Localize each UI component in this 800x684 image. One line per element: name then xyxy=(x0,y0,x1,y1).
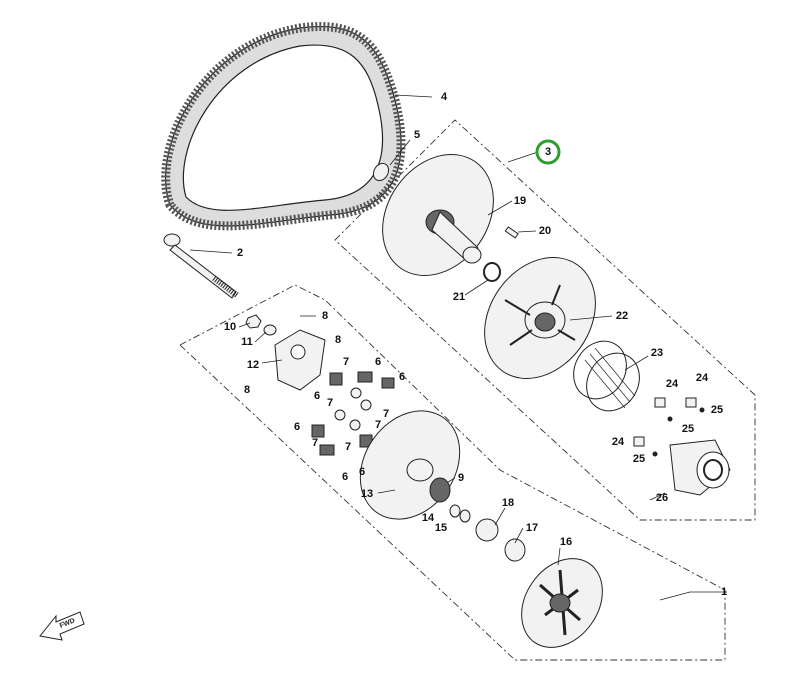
nut[interactable] xyxy=(245,314,262,329)
callout-labels: 1 2 3 4 5 6 6 6 6 6 6 7 7 7 7 7 7 8 8 8 … xyxy=(224,91,727,598)
callout-1[interactable]: 1 xyxy=(721,586,727,598)
callout-8[interactable]: 8 xyxy=(322,310,328,322)
callout-25[interactable]: 25 xyxy=(633,453,645,465)
callout-14[interactable]: 14 xyxy=(422,512,435,524)
callout-4[interactable]: 4 xyxy=(441,91,448,103)
callout-19[interactable]: 19 xyxy=(514,195,526,207)
callout-7[interactable]: 7 xyxy=(375,419,381,431)
callout-21[interactable]: 21 xyxy=(453,291,465,303)
callout-11[interactable]: 11 xyxy=(241,336,253,348)
spring[interactable] xyxy=(563,332,649,421)
callout-9[interactable]: 9 xyxy=(458,472,464,484)
callout-17[interactable]: 17 xyxy=(526,522,538,534)
callout-20[interactable]: 20 xyxy=(539,225,551,237)
fwd-arrow-icon: FWD xyxy=(39,611,85,641)
key[interactable] xyxy=(504,226,519,239)
callout-10[interactable]: 10 xyxy=(224,321,236,333)
washer-11[interactable] xyxy=(263,324,277,336)
callout-7[interactable]: 7 xyxy=(345,441,351,453)
callout-6[interactable]: 6 xyxy=(342,471,348,483)
callout-18[interactable]: 18 xyxy=(502,497,514,509)
callout-22[interactable]: 22 xyxy=(616,310,628,322)
callout-24[interactable]: 24 xyxy=(612,436,625,448)
bearing-17[interactable] xyxy=(504,538,526,562)
callout-8[interactable]: 8 xyxy=(244,384,250,396)
bushing-18[interactable] xyxy=(475,518,499,542)
drive-belt[interactable] xyxy=(161,22,406,231)
secondary-clutch-group-outline xyxy=(334,119,756,521)
callout-6[interactable]: 6 xyxy=(359,466,365,478)
callout-7[interactable]: 7 xyxy=(343,356,349,368)
washer-14[interactable] xyxy=(449,504,461,518)
fixed-drive-sheave[interactable] xyxy=(505,543,619,663)
callout-8[interactable]: 8 xyxy=(335,334,341,346)
snap-ring[interactable] xyxy=(483,262,501,282)
callout-3[interactable]: 3 xyxy=(545,146,551,158)
primary-clutch-group-outline xyxy=(179,284,726,661)
leader-lines xyxy=(189,94,727,601)
callout-24[interactable]: 24 xyxy=(666,378,679,390)
callout-16[interactable]: 16 xyxy=(560,536,572,548)
callout-7[interactable]: 7 xyxy=(383,408,389,420)
callout-12[interactable]: 12 xyxy=(247,359,259,371)
callout-6[interactable]: 6 xyxy=(314,390,320,402)
movable-sheave[interactable] xyxy=(462,236,618,400)
washer[interactable] xyxy=(370,161,391,184)
bolt[interactable] xyxy=(163,233,240,299)
callout-5[interactable]: 5 xyxy=(414,129,420,141)
callout-15[interactable]: 15 xyxy=(435,522,447,534)
callout-6[interactable]: 6 xyxy=(294,421,300,433)
callout-7[interactable]: 7 xyxy=(327,397,333,409)
fixed-sheave[interactable] xyxy=(360,133,516,297)
callout-26[interactable]: 26 xyxy=(656,492,668,504)
callout-6[interactable]: 6 xyxy=(399,371,405,383)
callout-6[interactable]: 6 xyxy=(375,356,381,368)
spider-cover[interactable] xyxy=(669,439,731,496)
callout-24[interactable]: 24 xyxy=(696,372,709,384)
callout-23[interactable]: 23 xyxy=(651,347,663,359)
highlight-ring xyxy=(535,139,561,165)
callout-25[interactable]: 25 xyxy=(682,423,694,435)
callout-7[interactable]: 7 xyxy=(312,437,318,449)
roller-assembly[interactable] xyxy=(633,397,705,457)
spring-9[interactable] xyxy=(429,477,451,503)
washer-15[interactable] xyxy=(459,509,471,523)
callout-13[interactable]: 13 xyxy=(361,488,373,500)
callout-25[interactable]: 25 xyxy=(711,404,723,416)
ramp-plate[interactable] xyxy=(274,329,326,391)
weights-rollers[interactable] xyxy=(311,371,395,456)
callout-2[interactable]: 2 xyxy=(237,247,243,259)
